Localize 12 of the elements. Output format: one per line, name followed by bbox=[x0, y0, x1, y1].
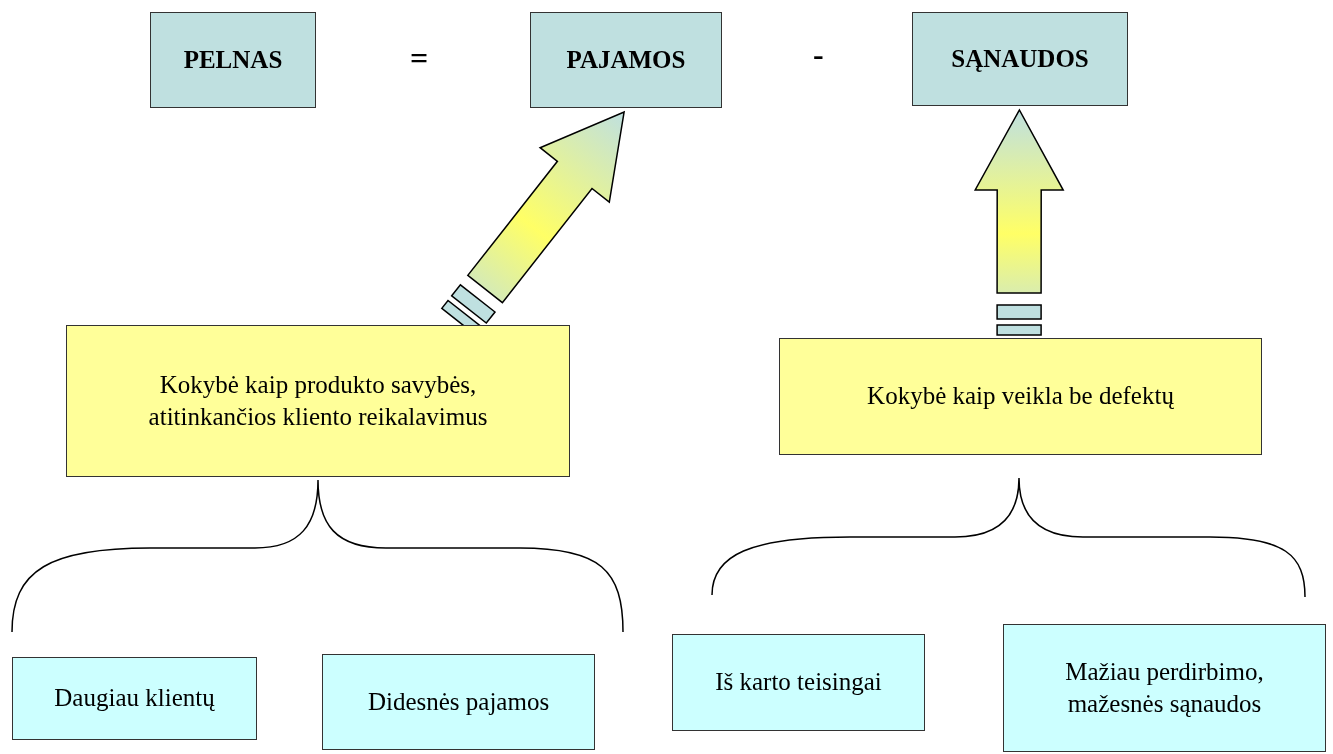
text-box: Mažiau perdirbimo, mažesnės sąnaudos bbox=[1003, 624, 1326, 752]
operator-sign: - bbox=[813, 38, 824, 70]
text-box: Daugiau klientų bbox=[12, 657, 257, 740]
text-box: Iš karto teisingai bbox=[672, 634, 925, 731]
operator-sign: = bbox=[410, 42, 429, 74]
text-box: PAJAMOS bbox=[530, 12, 722, 108]
text-box: Kokybė kaip veikla be defektų bbox=[779, 338, 1262, 455]
text-box: PELNAS bbox=[150, 12, 316, 108]
text-box: SĄNAUDOS bbox=[912, 12, 1128, 106]
text-box: Kokybė kaip produkto savybės, atitinkančios kliento reikalavimus bbox=[66, 325, 570, 477]
text-box: Didesnės pajamos bbox=[322, 654, 595, 750]
block-arrow bbox=[973, 108, 1065, 336]
